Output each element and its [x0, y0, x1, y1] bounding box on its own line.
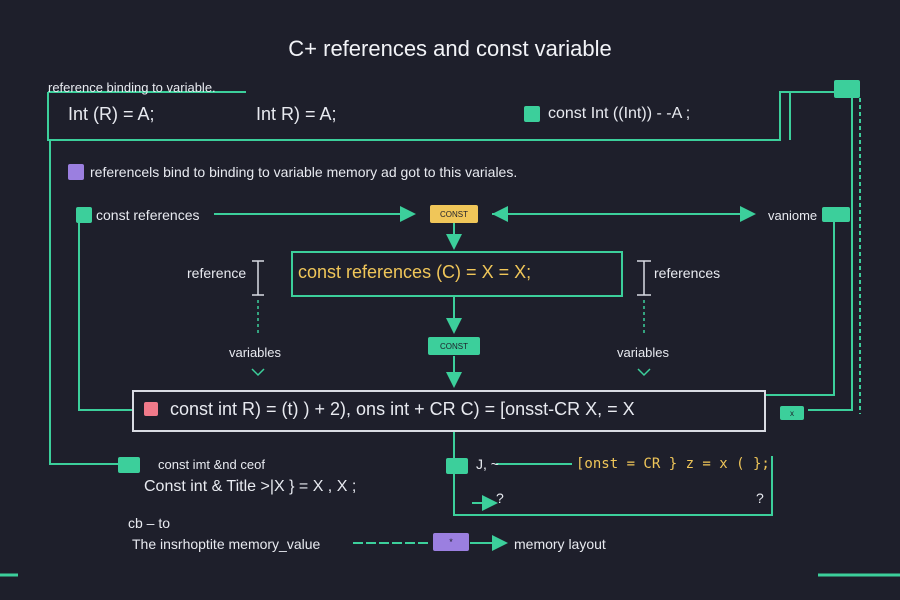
reference-label: reference [187, 265, 247, 281]
bottom-right-marker [446, 458, 468, 474]
top-caption: reference binding to variable. [48, 80, 216, 95]
bottom-left-line2: Const int & Title >|X } = X , X ; [144, 478, 357, 495]
foot-left-small: cb – to [128, 515, 171, 531]
top-right-chip [834, 80, 860, 98]
foot-left-text: The insrhoptite memory_value [132, 536, 321, 552]
bottom-left-marker [118, 457, 140, 473]
purple-chip: * [433, 533, 469, 551]
diagram-title: C+ references and const variable [288, 36, 612, 61]
left-marker [76, 207, 92, 223]
right-label: vaniome [768, 208, 818, 223]
note-text: referencels bind to binding to variable … [90, 164, 518, 180]
bottom-left-line1: const imt &nd ceof [158, 457, 265, 472]
bottom-right-line1: J, ~ [476, 456, 499, 472]
bottom-right-q-right: ? [756, 490, 764, 506]
main-code-marker [144, 402, 158, 416]
left-label: const references [96, 207, 200, 223]
main-code: const int R) = (t) ) + 2), ons int + CR … [170, 399, 635, 419]
bottom-right-line2: [onst = CR } z = x ( }; [576, 456, 770, 472]
code-a: Int (R) = A; [68, 104, 155, 124]
note-marker [68, 164, 84, 180]
main-code-box [132, 390, 766, 432]
variables-left: variables [229, 345, 282, 360]
right-small-chip: x [780, 406, 804, 420]
code-c: const Int ((Int)) - -A ; [548, 105, 691, 122]
code-c-marker [524, 106, 540, 122]
middle-code: const references (C) = X = X; [298, 262, 532, 282]
right-marker [822, 207, 850, 222]
variables-right: variables [617, 345, 670, 360]
green-chip: CONST [428, 337, 480, 355]
references-label: references [654, 265, 721, 281]
code-b: Int R) = A; [256, 104, 337, 124]
memory-layout-label: memory layout [514, 536, 606, 552]
yellow-chip: CONST [430, 205, 478, 223]
bottom-right-q-left: ? [496, 490, 504, 506]
